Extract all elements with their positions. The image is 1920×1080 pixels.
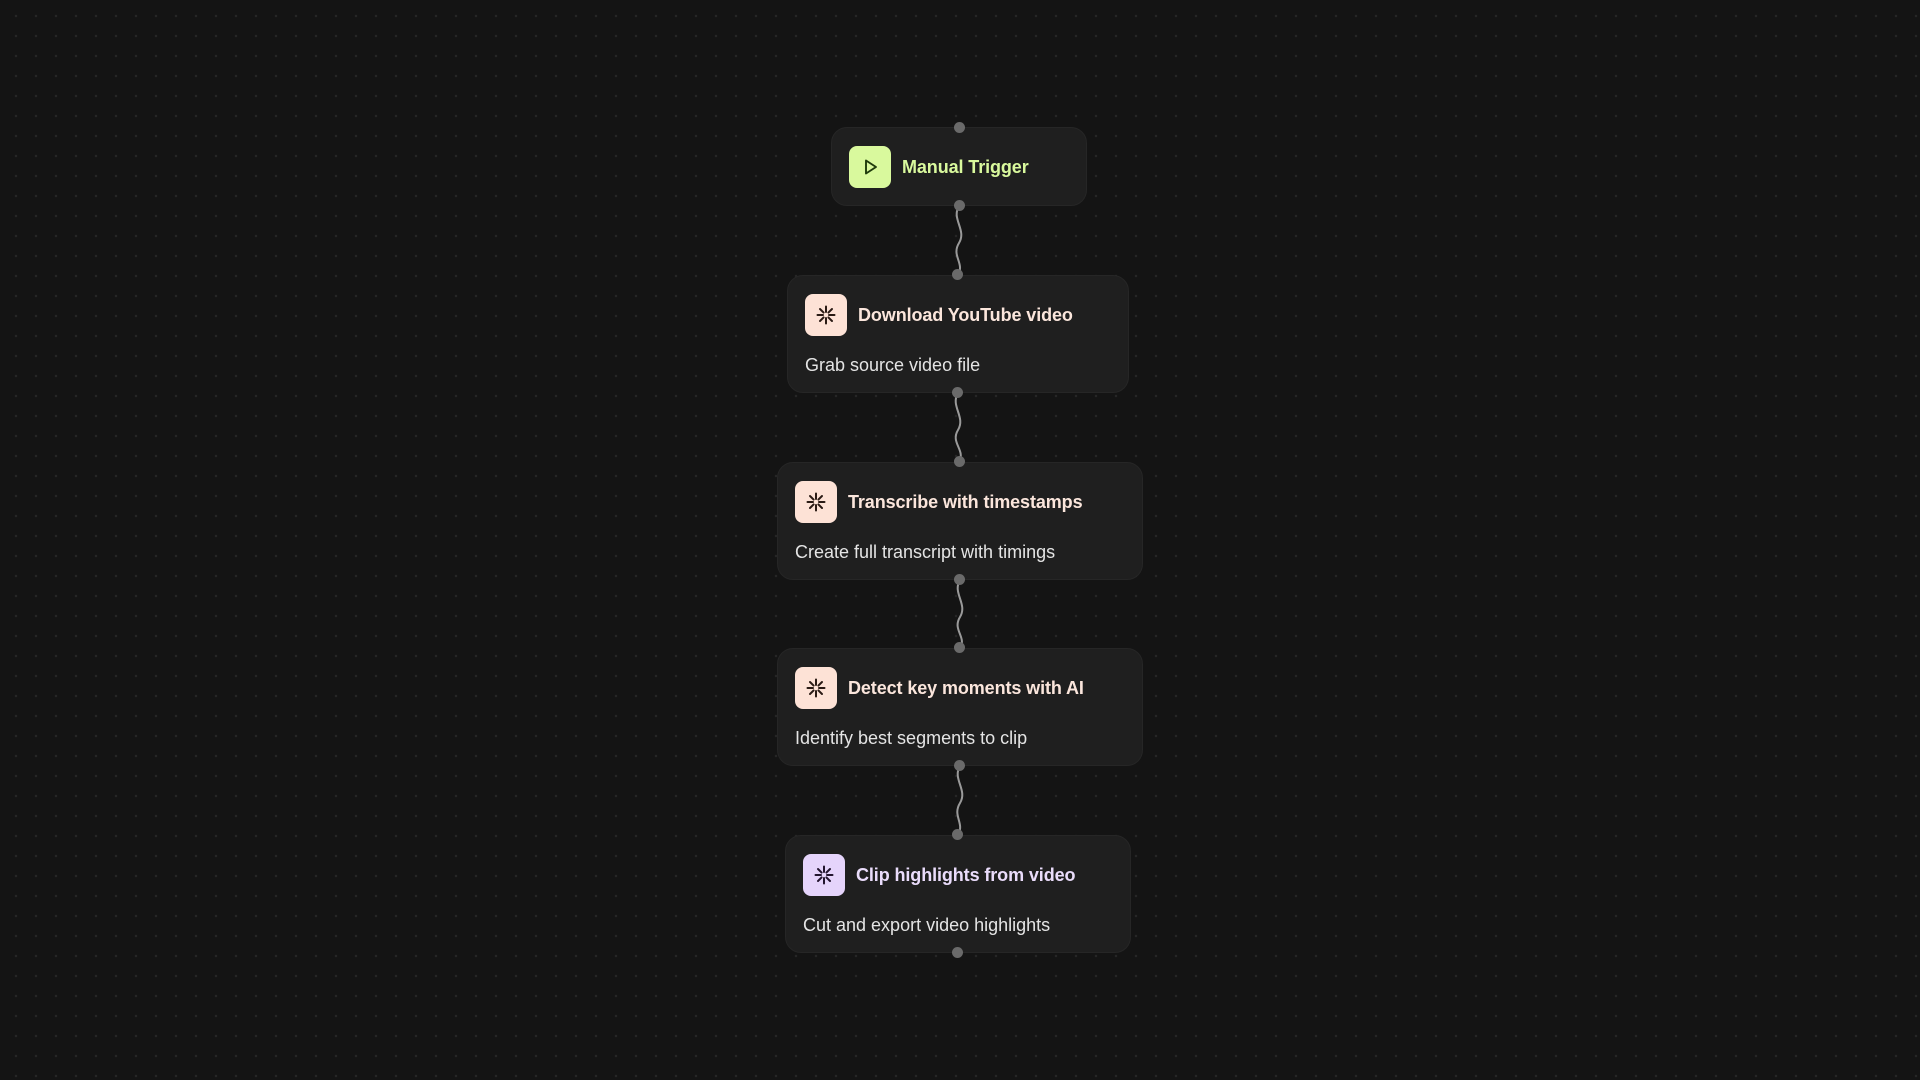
edge-step-1-to-step-2 (954, 392, 962, 463)
node-description: Cut and export video highlights (803, 915, 1051, 935)
node-description: Identify best segments to clip (795, 728, 1028, 748)
node-title: Clip highlights from video (856, 864, 1076, 885)
node-input-handle[interactable] (952, 269, 963, 280)
node-output-handle[interactable] (954, 200, 965, 211)
node-output-handle[interactable] (954, 760, 965, 771)
node-input-handle[interactable] (954, 456, 965, 467)
edge-trigger-to-step-1 (955, 205, 963, 276)
node-input-handle[interactable] (952, 829, 963, 840)
node-title: Transcribe with timestamps (848, 491, 1083, 512)
node-transcribe-with-timestamps[interactable]: Transcribe with timestamps Create full t… (777, 462, 1143, 580)
node-input-handle[interactable] (954, 122, 965, 133)
node-description: Grab source video file (805, 355, 981, 375)
asterisk-icon (805, 294, 847, 336)
edge-step-3-to-step-4 (956, 765, 964, 836)
node-title: Manual Trigger (902, 156, 1029, 177)
asterisk-icon (795, 667, 837, 709)
asterisk-icon (803, 854, 845, 896)
node-detect-key-moments[interactable]: Detect key moments with AI Identify best… (777, 648, 1143, 766)
node-output-handle[interactable] (952, 947, 963, 958)
node-header: Detect key moments with AI (795, 667, 1125, 709)
play-icon (849, 146, 891, 188)
node-output-handle[interactable] (954, 574, 965, 585)
node-description: Create full transcript with timings (795, 542, 1056, 562)
node-header: Clip highlights from video (803, 854, 1113, 896)
node-clip-highlights[interactable]: Clip highlights from video Cut and expor… (785, 835, 1131, 953)
node-download-youtube-video[interactable]: Download YouTube video Grab source video… (787, 275, 1129, 393)
node-output-handle[interactable] (952, 387, 963, 398)
node-header: Transcribe with timestamps (795, 481, 1125, 523)
node-title: Detect key moments with AI (848, 677, 1084, 698)
edge-step-2-to-step-3 (956, 579, 964, 649)
node-input-handle[interactable] (954, 642, 965, 653)
node-header: Manual Trigger (849, 146, 1069, 188)
node-manual-trigger[interactable]: Manual Trigger (831, 127, 1087, 206)
asterisk-icon (795, 481, 837, 523)
node-header: Download YouTube video (805, 294, 1111, 336)
node-title: Download YouTube video (858, 304, 1073, 325)
